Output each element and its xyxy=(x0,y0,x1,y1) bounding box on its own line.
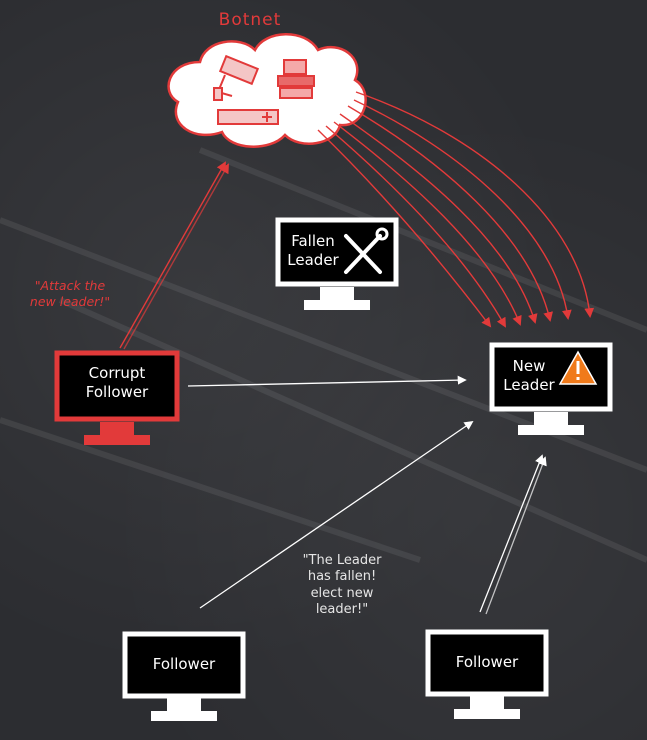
monitor-fallen-leader xyxy=(275,217,399,310)
security-camera-icon xyxy=(213,54,260,101)
follower-vote-arrows xyxy=(187,375,547,615)
corrupt-to-botnet-arrow xyxy=(119,161,229,350)
fallen-leader-label: Fallen Leader xyxy=(287,232,339,269)
botnet-attack-arrows xyxy=(317,91,595,328)
corrupt-follower-label: Corrupt Follower xyxy=(85,364,149,401)
cloud-icon xyxy=(167,33,367,148)
leader-fallen-annotation: "The Leader has fallen! elect new leader… xyxy=(302,553,382,617)
monitor-corrupt-follower xyxy=(54,350,180,445)
tools-icon xyxy=(344,227,389,274)
follower-left-label: Follower xyxy=(152,655,216,673)
monitor-follower-left xyxy=(122,631,246,721)
botnet-cloud xyxy=(167,33,367,148)
monitor-follower-right xyxy=(425,629,549,719)
monitor-new-leader xyxy=(489,342,613,435)
warning-icon xyxy=(558,350,598,385)
new-leader-label: New Leader xyxy=(503,357,555,394)
attack-annotation: "Attack the new leader!" xyxy=(29,278,111,309)
botnet-label: Botnet xyxy=(218,10,282,30)
router-icon xyxy=(277,59,315,99)
follower-right-label: Follower xyxy=(455,653,519,671)
network-device-icon xyxy=(217,109,279,125)
